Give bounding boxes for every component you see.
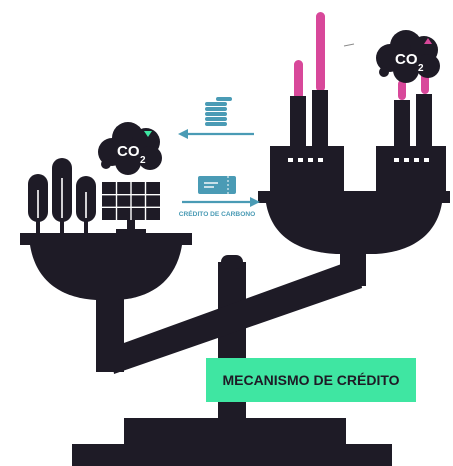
tree-icon: [28, 158, 96, 236]
credit-label: CRÉDITO DE CARBONO: [179, 209, 255, 218]
left-pan: [20, 233, 192, 300]
coin-stack-icon: [205, 97, 232, 126]
co2-left-sub: 2: [140, 155, 146, 166]
co2-right-sub: 2: [418, 63, 424, 74]
co2-right-main: CO: [395, 51, 418, 68]
arrow-left-icon: [178, 129, 254, 139]
solar-panel-icon: [102, 182, 160, 234]
scale-beam: [96, 226, 366, 420]
mechanism-badge: MECANISMO DE CRÉDITO: [206, 358, 416, 402]
up-arrow-icon: [424, 38, 432, 44]
arrow-right-icon: [182, 197, 260, 207]
factory-icon: [270, 12, 446, 192]
co2-left-main: CO: [117, 143, 140, 160]
co2-cloud-left: CO 2: [98, 122, 162, 175]
scale-base: [72, 418, 392, 466]
mechanism-label: MECANISMO DE CRÉDITO: [222, 372, 399, 388]
right-pan: [258, 191, 450, 254]
credit-ticket-icon: [198, 176, 236, 194]
co2-cloud-right: CO 2: [376, 30, 440, 83]
down-arrow-icon: [144, 131, 152, 137]
